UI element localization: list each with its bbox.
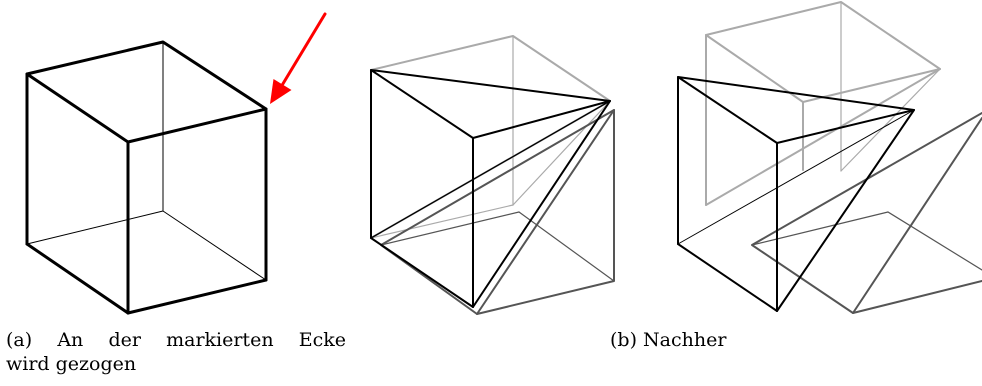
- cube-middle: [370, 35, 615, 315]
- shifted-edge: [751, 211, 889, 246]
- visible-edge: [25, 242, 130, 315]
- cube-a-hidden-edges: [26, 41, 267, 281]
- front-edge: [677, 109, 915, 245]
- front-face: [370, 69, 611, 139]
- front-edge: [776, 109, 915, 312]
- b-shifted-edges: [751, 112, 982, 314]
- b-ghost-edges: [705, 1, 941, 206]
- drag-arrow: [270, 12, 327, 104]
- shifted-edge: [476, 109, 615, 315]
- shifted-edge: [887, 211, 982, 271]
- middle-shifted-edges: [380, 109, 615, 315]
- shifted-edge: [518, 211, 615, 282]
- ghost-top-face: [705, 1, 941, 103]
- front-edge: [677, 243, 778, 312]
- ghost-edge: [370, 204, 514, 239]
- caption-a-line1: (a) An der markierten Ecke: [6, 329, 346, 351]
- arrow-head: [270, 79, 292, 104]
- caption-a: (a) An der markierten Ecke wird gezogen: [6, 328, 346, 376]
- front-edge: [370, 237, 474, 308]
- front-edge: [472, 100, 611, 308]
- arrow-shaft: [279, 12, 327, 89]
- ghost-edge: [840, 68, 941, 172]
- middle-front-edges: [370, 69, 611, 308]
- caption-a-line2: wird gezogen: [6, 353, 137, 375]
- front-face: [677, 76, 915, 144]
- shifted-edge: [751, 112, 982, 314]
- middle-ghost-edges: [370, 35, 611, 239]
- cube-top-face: [25, 40, 268, 144]
- front-edge: [370, 100, 611, 239]
- ghost-edge: [512, 100, 611, 206]
- ghost-edge: [705, 68, 941, 206]
- hidden-edge: [162, 210, 267, 281]
- caption-b: (b) Nachher: [610, 329, 727, 351]
- cube-b: [677, 1, 982, 314]
- shifted-edge: [380, 211, 520, 246]
- hidden-edge: [26, 210, 164, 245]
- cube-a: [25, 40, 268, 315]
- visible-edge: [126, 278, 268, 315]
- shifted-edge: [852, 117, 982, 314]
- b-front-edges: [677, 76, 915, 312]
- cube-a-visible-edges: [25, 40, 268, 315]
- ghost-edge: [370, 35, 611, 102]
